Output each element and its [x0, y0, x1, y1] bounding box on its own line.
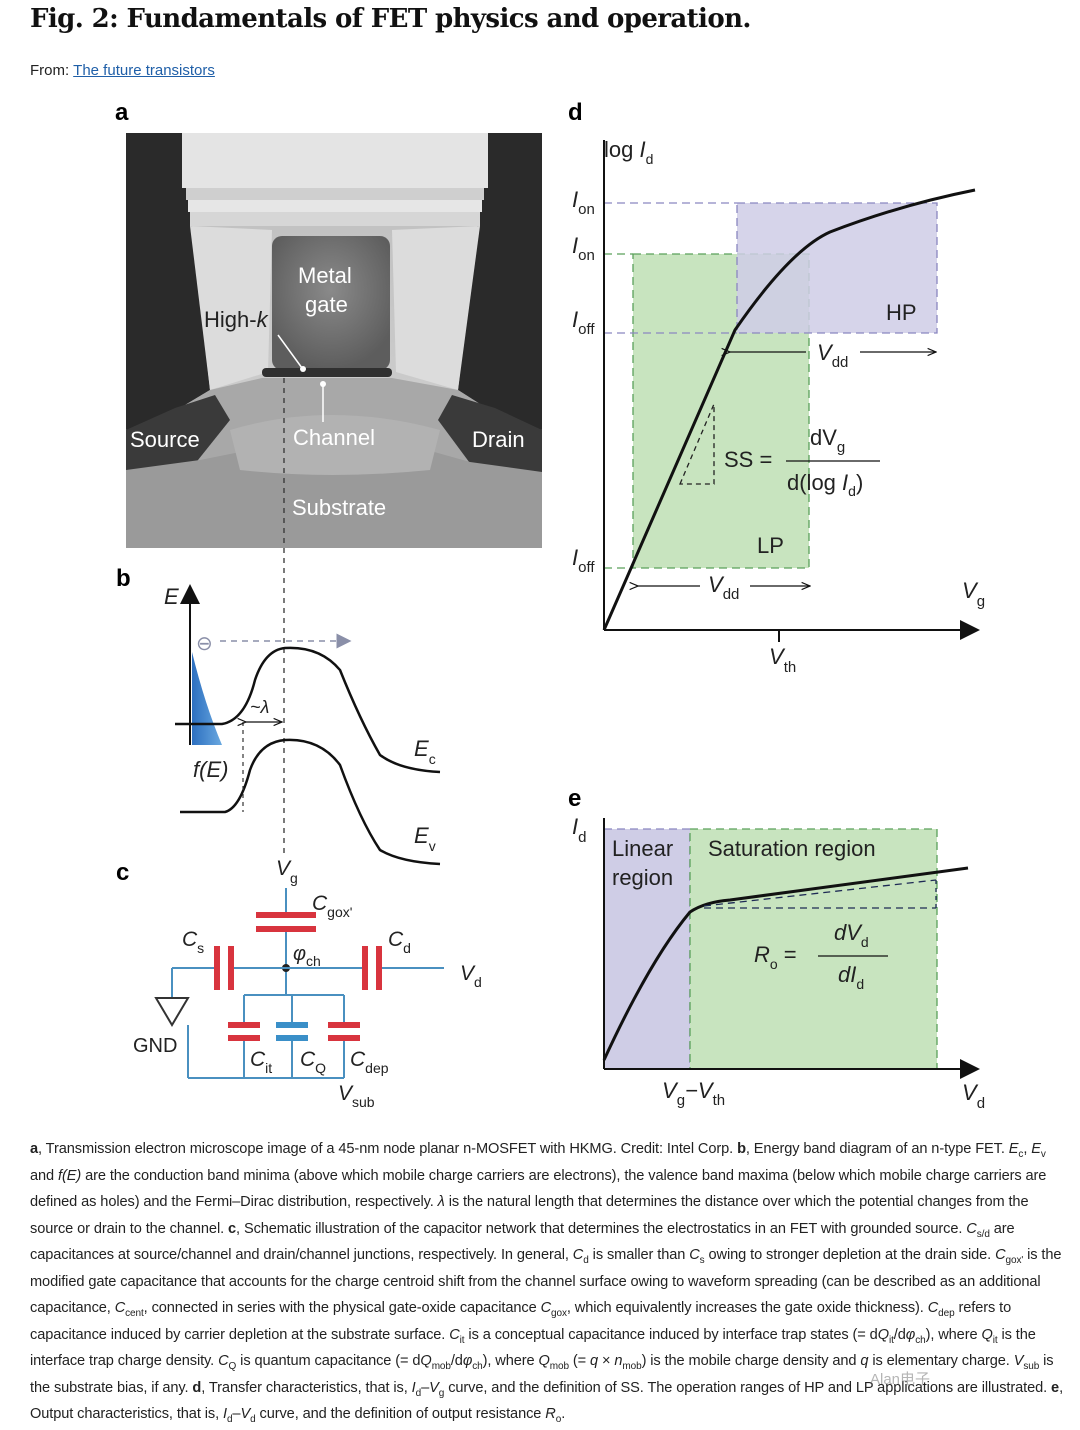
ion-hp-label: Ion [572, 187, 595, 218]
ss-label: SS = [724, 447, 772, 472]
tem-label-source: Source [130, 427, 200, 452]
source-line: From:The future transistors [30, 62, 215, 79]
ro-numerator: dVd [834, 920, 869, 950]
lp-label: LP [757, 533, 784, 558]
d-ylabel: log Id [604, 137, 653, 167]
id-vg-curve [602, 188, 976, 631]
cgox-capacitor [256, 912, 316, 918]
ro-denominator: dId [838, 962, 864, 992]
d-xlabel: Vg [962, 578, 985, 610]
energy-axis-label: E [164, 584, 179, 609]
e-xlabel: Vd [962, 1080, 985, 1112]
panel-letter-a: a [115, 99, 129, 126]
capacitor-network: Vg Cgox' φch Cs Cd Vd GND [133, 857, 482, 1110]
saturation-label: Saturation region [708, 836, 876, 861]
ec-label: Ec [414, 736, 436, 767]
cs-capacitor [214, 946, 220, 990]
ioff-lp-label: Ioff [572, 545, 595, 576]
conduction-band-line [175, 646, 441, 774]
panel-letter-b: b [116, 565, 131, 592]
e-ylabel: Id [572, 814, 586, 846]
gnd-label: GND [133, 1035, 177, 1057]
cq-label: CQ [300, 1048, 326, 1076]
figure-title: Fig. 2: Fundamentals of FET physics and … [30, 4, 751, 34]
tem-image [126, 133, 542, 548]
lambda-label: ~λ [250, 697, 269, 717]
tem-label-gate: gate [305, 292, 348, 317]
ss-triangle [679, 403, 715, 485]
hp-vdd-label: Vdd [817, 340, 848, 371]
vg-vth-label: Vg−Vth [662, 1078, 725, 1109]
hp-label: HP [886, 300, 917, 325]
from-label: From: [30, 62, 70, 79]
linear-label-1: Linear [612, 836, 673, 861]
lp-vdd-label: Vdd [708, 572, 739, 603]
cq-capacitor [276, 1022, 308, 1028]
cd-label: Cd [388, 928, 411, 956]
valence-band-line [180, 738, 441, 866]
panel-letter-e: e [568, 785, 581, 812]
output-characteristics-chart [602, 818, 980, 1079]
vd-label: Vd [460, 962, 482, 990]
cs-label: Cs [182, 928, 204, 956]
ss-denominator: d(log Id) [787, 470, 863, 499]
tem-label-substrate: Substrate [292, 495, 386, 520]
ion-lp-label: Ion [572, 233, 595, 264]
cdep-capacitor [328, 1022, 360, 1028]
panel-letter-c: c [116, 859, 129, 886]
vsub-label: Vsub [338, 1082, 375, 1110]
cdep-label: Cdep [350, 1048, 389, 1076]
vg-label: Vg [276, 857, 298, 886]
cit-capacitor [228, 1022, 260, 1028]
high-k-pointer [277, 334, 303, 369]
fermi-distribution [192, 652, 222, 745]
electron-symbol: ⊖ [196, 633, 213, 655]
id-vd-curve [602, 866, 969, 1061]
tem-label-drain: Drain [472, 427, 525, 452]
phich-label: φch [293, 943, 321, 969]
cd-capacitor [362, 946, 368, 990]
vth-label: Vth [769, 644, 796, 676]
figure-panels: a Metal gate High-k Source Channel Drain… [115, 99, 985, 1112]
source-article-link[interactable]: The future transistors [73, 62, 215, 79]
watermark: Alan电子 [870, 1371, 931, 1388]
cgox-label: Cgox' [312, 892, 352, 920]
linear-label-2: region [612, 865, 673, 890]
saturation-region [689, 828, 938, 1070]
transfer-characteristics-chart [602, 140, 980, 642]
ro-label: Ro= [754, 942, 797, 972]
ss-numerator: dVg [810, 425, 845, 456]
ev-label: Ev [414, 823, 436, 854]
ioff-hp-label: Ioff [572, 307, 595, 338]
tem-label-metal: Metal [298, 263, 352, 288]
figure-caption: a, Transmission electron microscope imag… [30, 1141, 1064, 1425]
tem-label-high-k: High-k [204, 307, 269, 332]
panel-letter-d: d [568, 99, 583, 126]
fermi-label: f(E) [193, 757, 228, 782]
cit-label: Cit [250, 1048, 272, 1076]
ground-icon [154, 997, 190, 1027]
hp-region [736, 202, 938, 334]
tem-label-channel: Channel [293, 425, 375, 450]
